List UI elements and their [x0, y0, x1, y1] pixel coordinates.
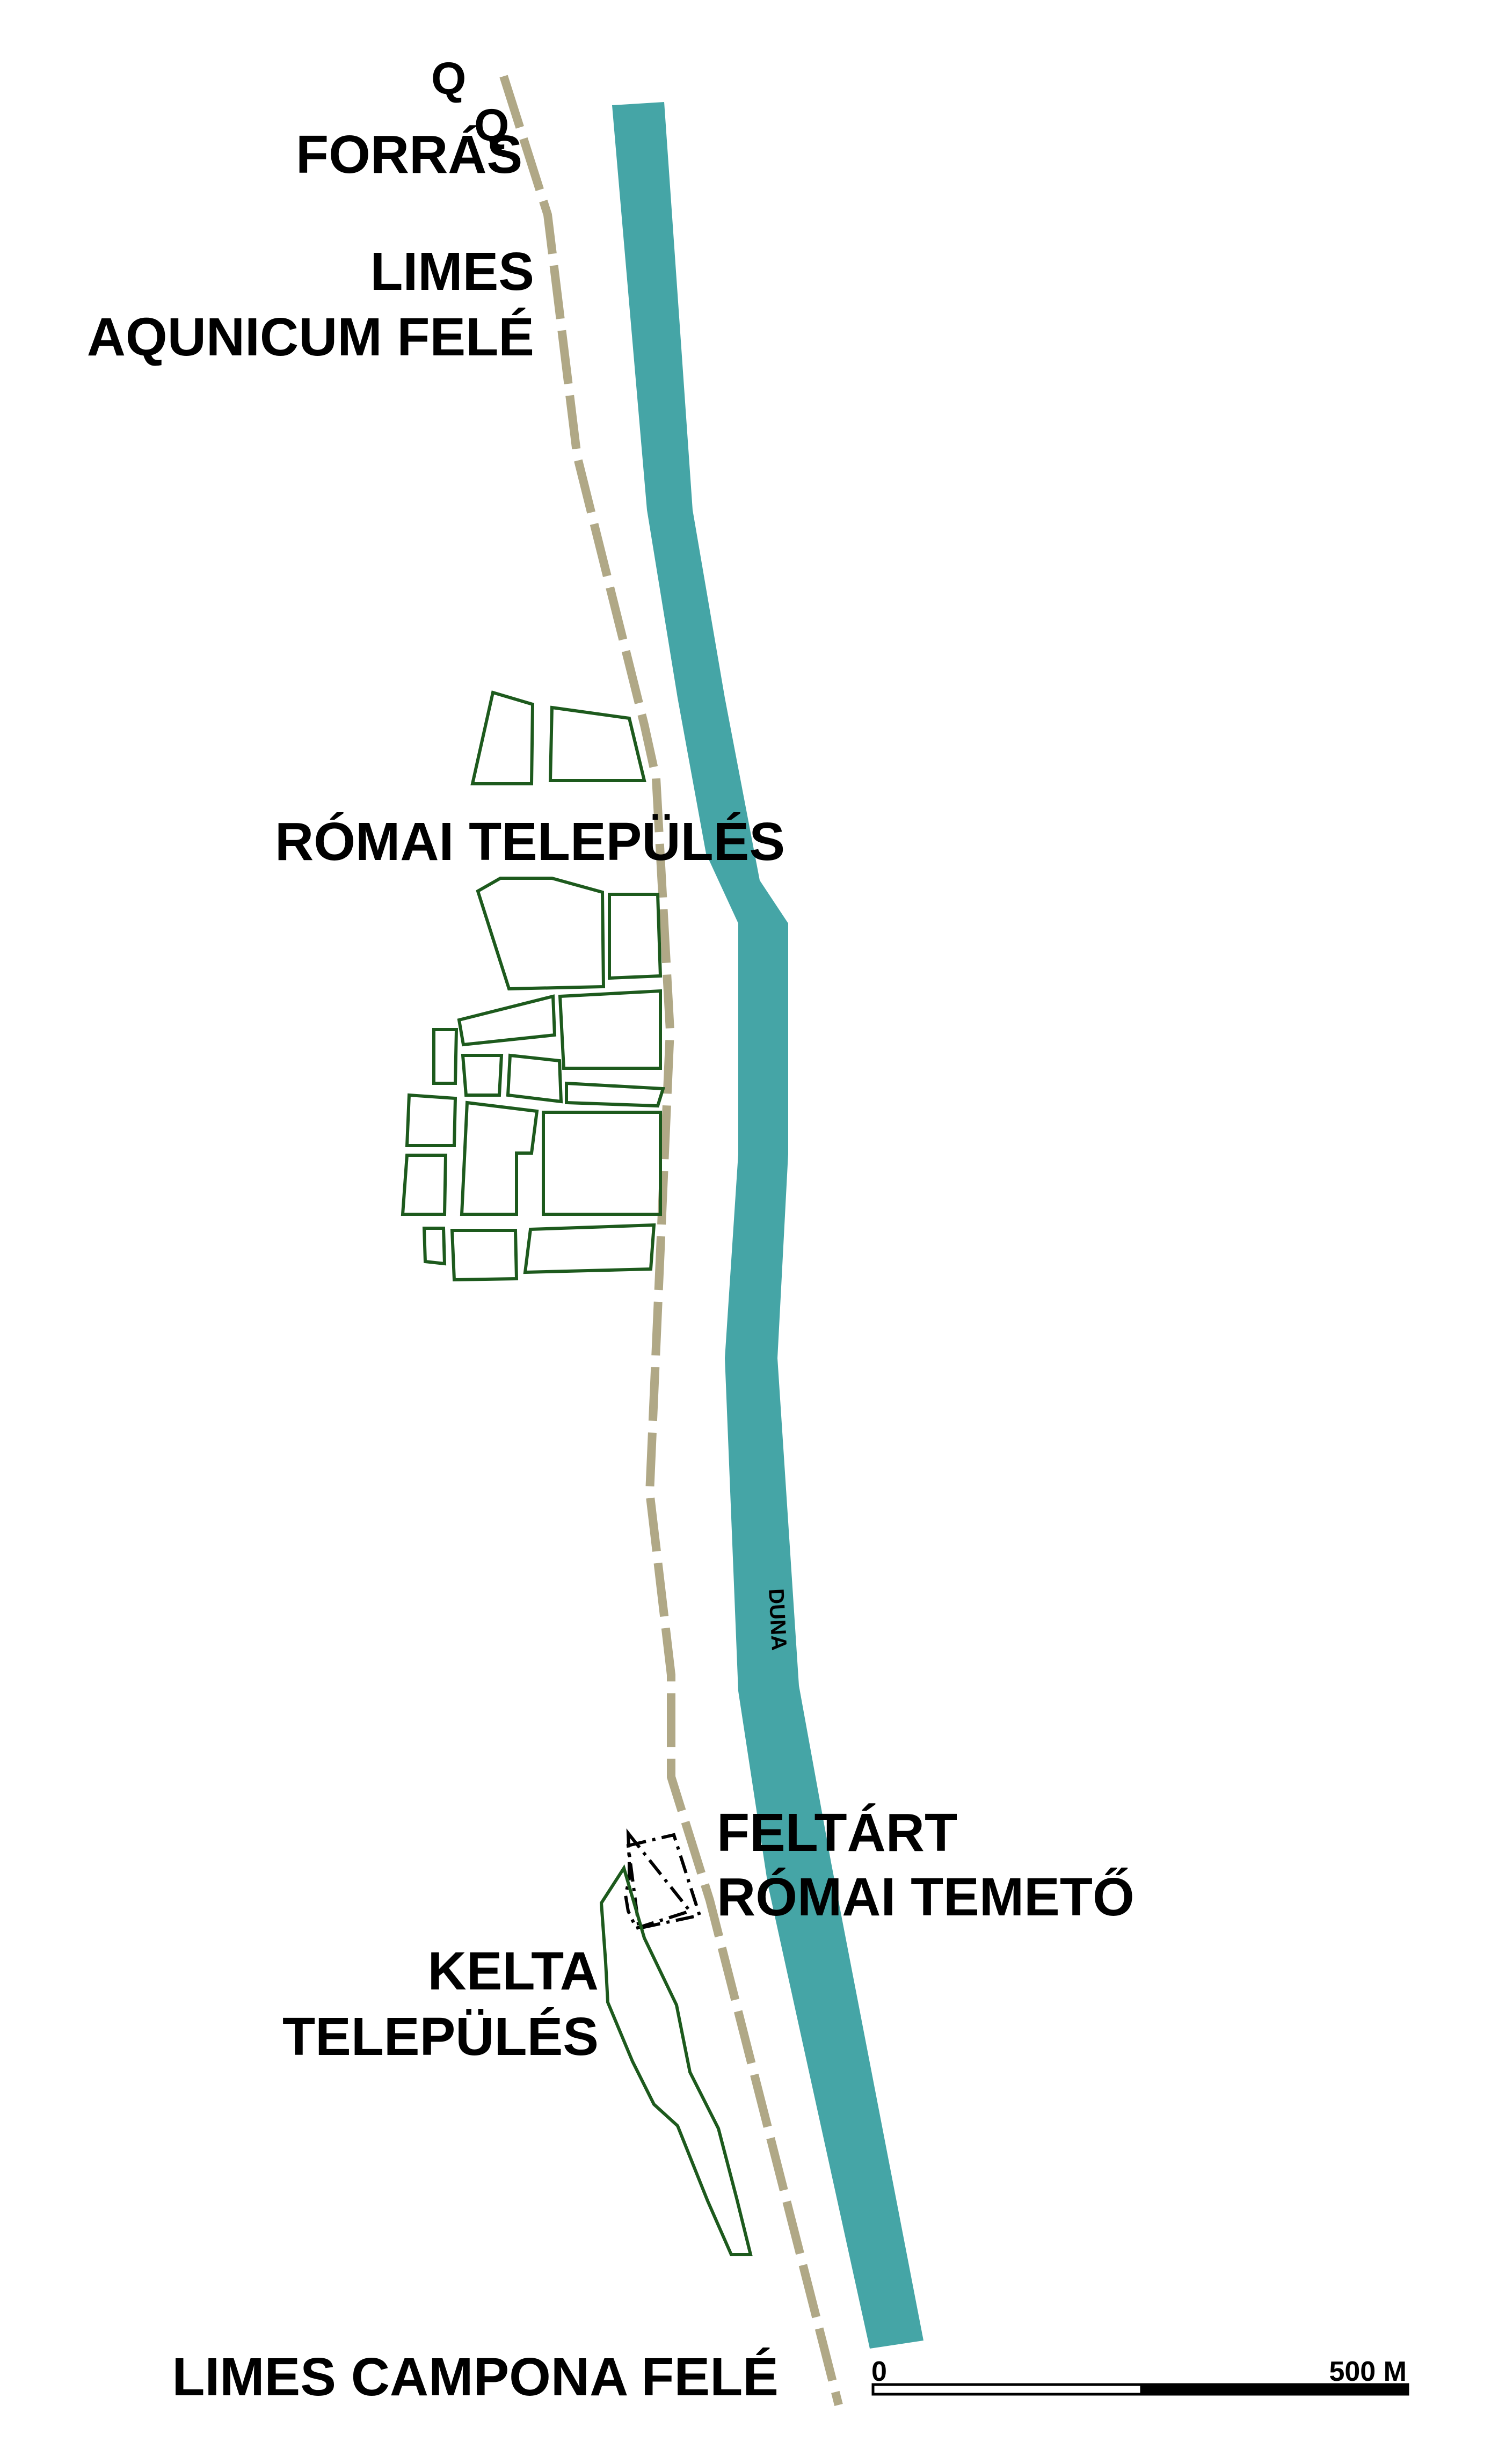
- building: [608, 893, 663, 980]
- scale-start-label: 0: [871, 2356, 887, 2387]
- building: [565, 1081, 666, 1108]
- celtic-settlement: [599, 1864, 753, 2256]
- building: [506, 1053, 563, 1104]
- scale-segment-dark: [1140, 2383, 1409, 2396]
- scale-end-label: 500 M: [1329, 2356, 1407, 2387]
- limes-north-label-line1: LIMES: [370, 242, 534, 302]
- building: [405, 1093, 457, 1147]
- building: [460, 1100, 539, 1216]
- building: [450, 1229, 519, 1282]
- building: [461, 1054, 504, 1097]
- danube-river: [612, 102, 923, 2349]
- limes-road: [499, 75, 843, 2406]
- excavated-cemetery: [623, 1828, 693, 1930]
- building: [476, 877, 606, 991]
- building: [558, 989, 662, 1070]
- scale-segment-light: [871, 2383, 1143, 2396]
- roman-settlement-buildings: [401, 690, 666, 1282]
- building: [548, 705, 646, 782]
- limes-north-label-line2: AQUNICUM FELÉ: [87, 307, 534, 367]
- limes-south-label: LIMES CAMPONA FELÉ: [172, 2347, 779, 2407]
- roman-settlement-label: RÓMAI TELEPÜLÉS: [275, 812, 785, 872]
- scale-bar: 0 500 M: [871, 2356, 1409, 2396]
- building: [523, 1223, 656, 1274]
- spring-symbol: Q: [431, 53, 466, 104]
- celtic-settlement-label-line1: KELTA: [428, 1941, 599, 2001]
- building: [457, 994, 557, 1047]
- excavated-cemetery-outline: [626, 1833, 702, 1930]
- building: [401, 1154, 448, 1216]
- celtic-settlement-label-line2: TELEPÜLÉS: [282, 2007, 599, 2067]
- building: [422, 1227, 447, 1266]
- building: [470, 690, 535, 785]
- river-label: DUNA: [764, 1588, 791, 1651]
- cemetery-label-line2: RÓMAI TEMETŐ: [717, 1867, 1134, 1927]
- spring-symbol: Q: [474, 100, 509, 150]
- building: [542, 1111, 662, 1216]
- building: [432, 1028, 459, 1085]
- spring-label: FORRÁS: [296, 125, 522, 185]
- cemetery-label-line1: FELTÁRT: [717, 1803, 957, 1863]
